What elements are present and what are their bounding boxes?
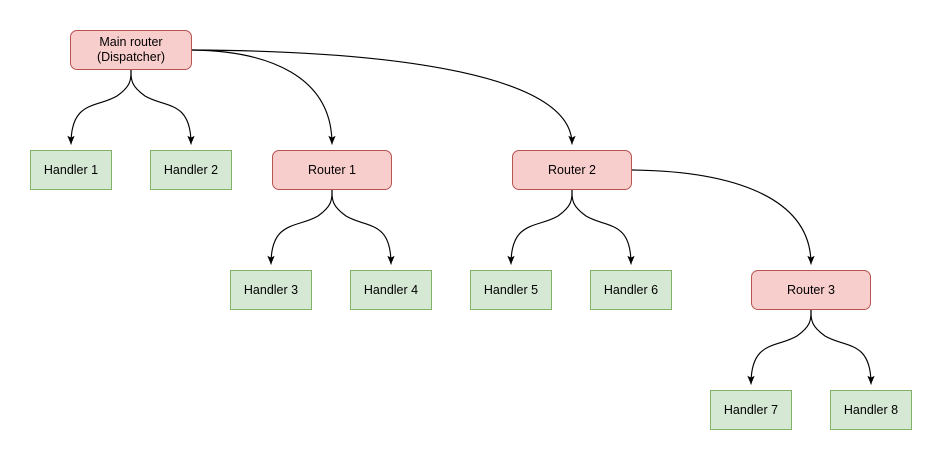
node-handler-6[interactable]: Handler 6 [590,270,672,310]
edge-r3-h8 [810,309,875,385]
edge-main-h1 [67,69,132,145]
edge-r2-r3 [631,169,815,265]
node-handler-7[interactable]: Handler 7 [710,390,792,430]
node-router-2[interactable]: Router 2 [512,150,632,190]
edge-r1-h3 [267,189,333,265]
edge-r2-h6 [571,189,635,265]
edge-r1-h4 [331,189,395,265]
node-router-3[interactable]: Router 3 [751,270,871,310]
node-router-1[interactable]: Router 1 [272,150,392,190]
edge-r2-h5 [507,189,573,265]
edge-r3-h7 [747,309,812,385]
node-handler-3[interactable]: Handler 3 [230,270,312,310]
node-handler-5[interactable]: Handler 5 [470,270,552,310]
node-handler-4[interactable]: Handler 4 [350,270,432,310]
node-main-router[interactable]: Main router (Dispatcher) [70,30,192,70]
edge-main-r2 [191,49,576,145]
node-handler-1[interactable]: Handler 1 [30,150,112,190]
node-handler-2[interactable]: Handler 2 [150,150,232,190]
edge-main-h2 [130,69,195,145]
edge-main-r1 [191,49,336,145]
node-handler-8[interactable]: Handler 8 [830,390,912,430]
